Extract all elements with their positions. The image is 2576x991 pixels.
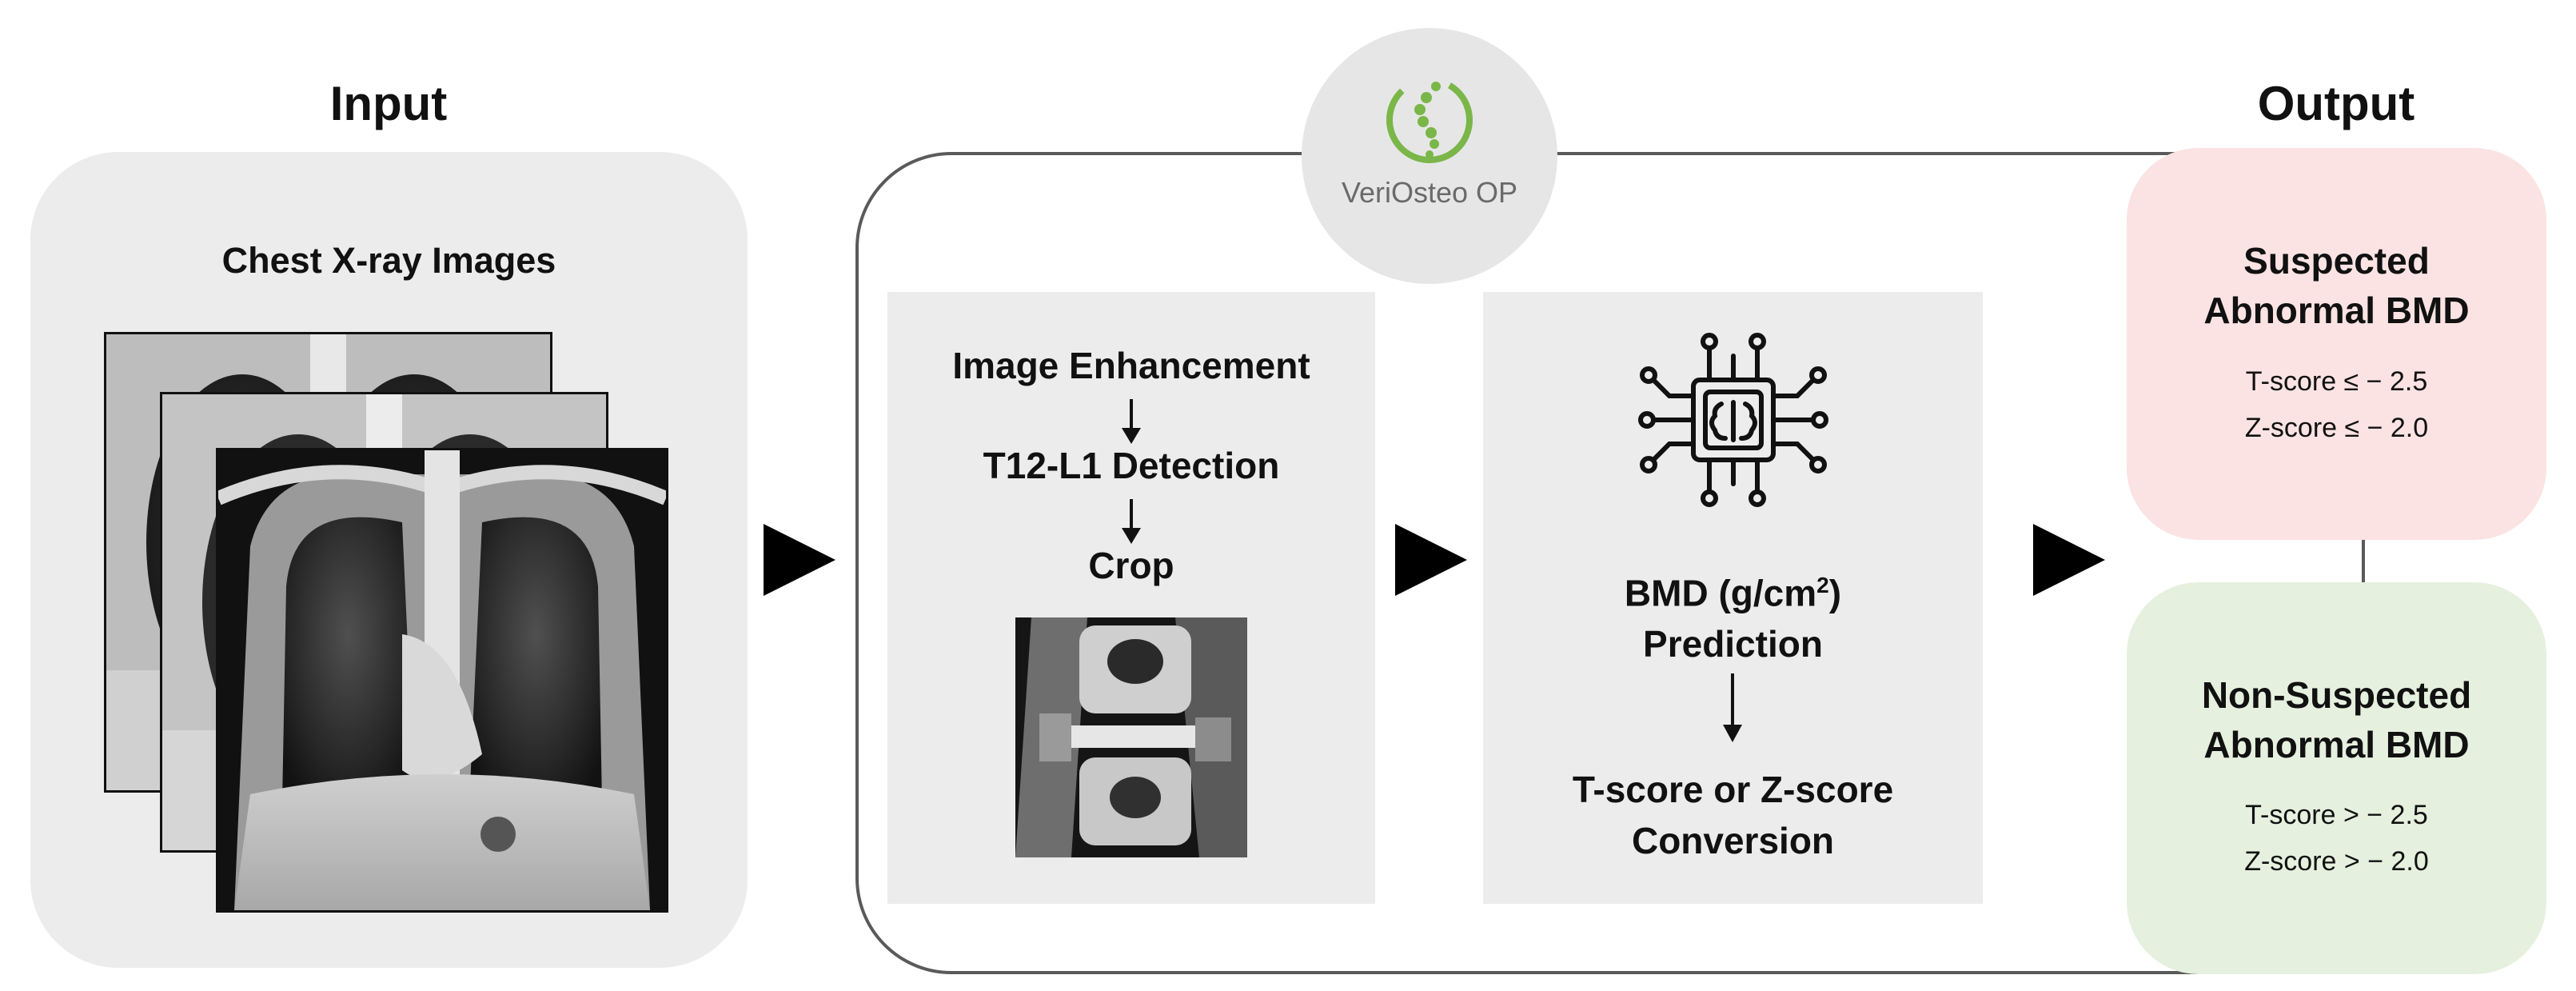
bmd-prediction-prefix: BMD (g/cm — [1624, 572, 1817, 614]
non-suspected-z-score: Z-score > − 2.0 — [2244, 846, 2429, 877]
chest-xray-image-front — [216, 448, 668, 913]
suspected-title: Suspected Abnormal BMD — [2127, 236, 2546, 335]
cropped-spine-image — [1015, 617, 1247, 857]
input-title: Input — [329, 77, 448, 130]
score-conversion-line1: T-score or Z-score — [1572, 769, 1894, 810]
down-arrow-icon — [1723, 673, 1742, 742]
bmd-prediction-suffix: ) — [1828, 572, 1842, 614]
non-suspected-t-score: T-score > − 2.5 — [2245, 800, 2428, 830]
non-suspected-title: Non-Suspected Abnormal BMD — [2127, 670, 2546, 769]
non-suspected-scores: T-score > − 2.5 Z-score > − 2.0 — [2127, 792, 2546, 885]
flow-arrow-pipeline-to-output — [2033, 524, 2105, 596]
suspected-scores: T-score ≤ − 2.5 Z-score ≤ − 2.0 — [2127, 358, 2546, 451]
suspected-title-line2: Abnormal BMD — [2203, 290, 2470, 331]
score-conversion-label: T-score or Z-score Conversion — [1483, 764, 1983, 866]
flow-arrow-input-to-pipeline — [764, 524, 835, 596]
flow-arrow-preprocess-to-model — [1395, 524, 1467, 596]
output-suspected-card — [2127, 148, 2546, 540]
ai-chip-brain-icon — [1629, 316, 1837, 524]
down-arrow-icon — [1122, 399, 1141, 444]
non-suspected-title-line2: Abnormal BMD — [2203, 724, 2470, 765]
score-conversion-line2: Conversion — [1631, 820, 1835, 861]
logo-text: VeriOsteo OP — [1341, 176, 1518, 209]
output-title: Output — [2257, 77, 2415, 130]
non-suspected-title-line1: Non-Suspected — [2201, 674, 2472, 716]
step-crop: Crop — [1088, 545, 1174, 586]
bmd-prediction-sup: 2 — [1816, 573, 1829, 597]
down-arrow-icon — [1122, 499, 1141, 544]
bmd-prediction-label: BMD (g/cm2) Prediction — [1483, 560, 1983, 669]
spine-logo-icon — [1374, 64, 1485, 176]
output-non-suspected-card — [2127, 582, 2546, 974]
suspected-t-score: T-score ≤ − 2.5 — [2245, 366, 2428, 397]
suspected-title-line1: Suspected — [2243, 240, 2430, 282]
step-t12-l1-detection: T12-L1 Detection — [983, 445, 1280, 486]
step-image-enhancement: Image Enhancement — [952, 345, 1310, 386]
input-subtitle: Chest X-ray Images — [221, 240, 556, 281]
bmd-prediction-line2: Prediction — [1643, 623, 1823, 665]
suspected-z-score: Z-score ≤ − 2.0 — [2244, 413, 2429, 443]
